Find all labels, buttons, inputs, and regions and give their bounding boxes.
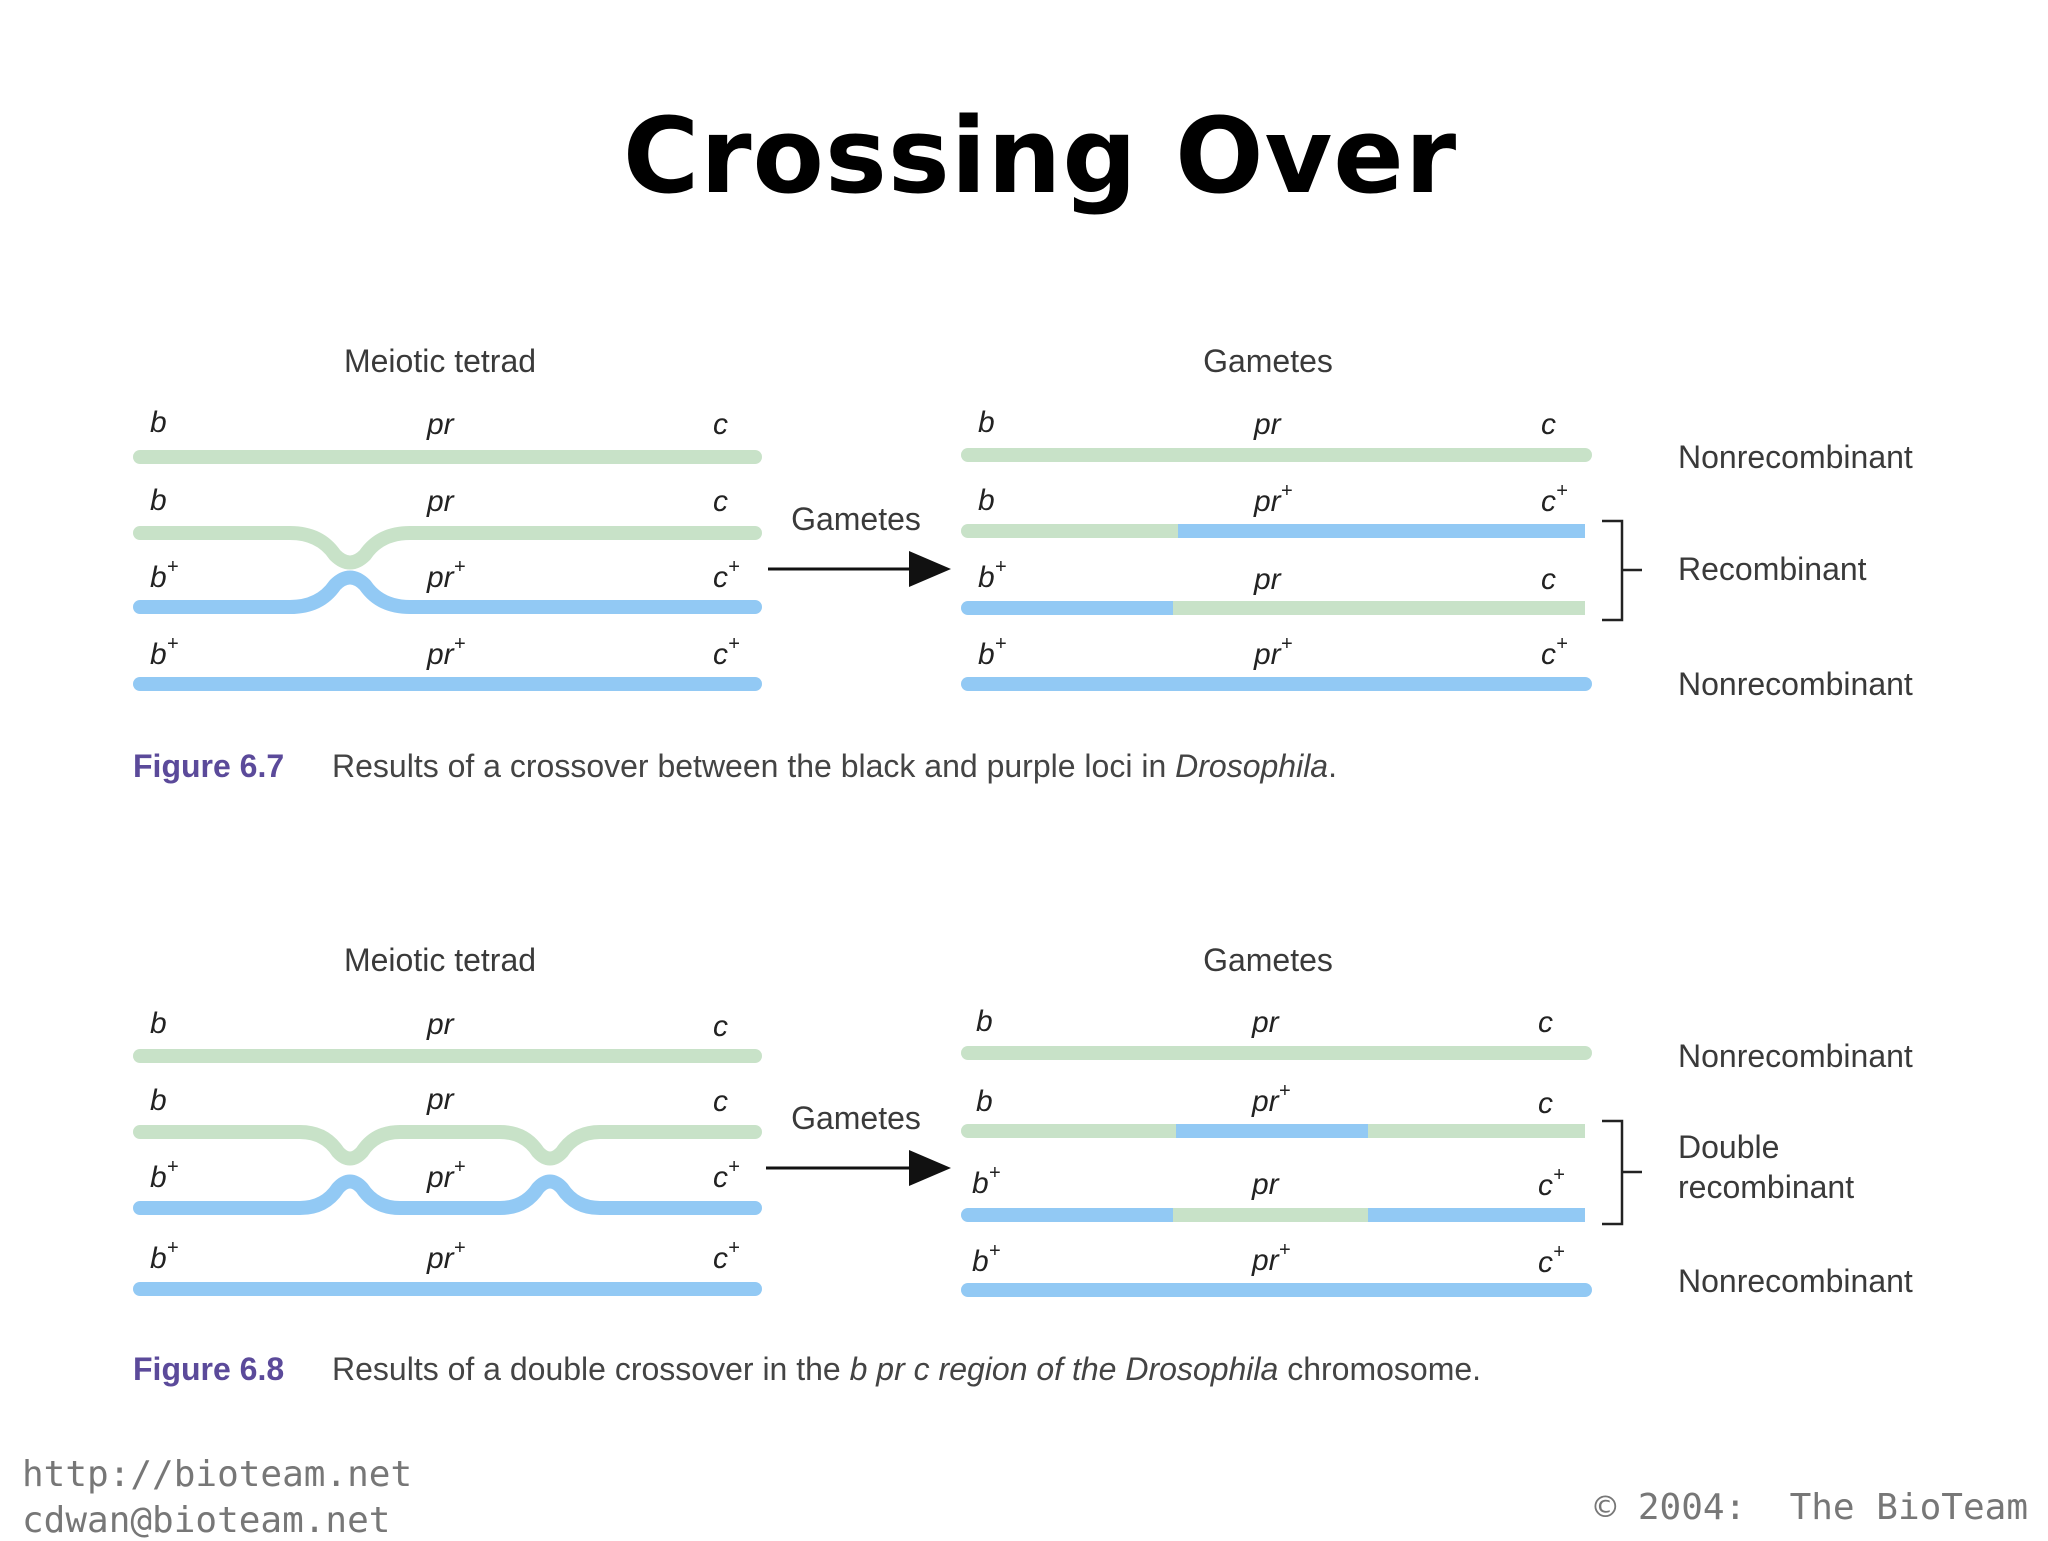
nonrecombinant-label: Nonrecombinant — [1678, 439, 1913, 475]
recombinant-label: Recombinant — [1678, 551, 1867, 587]
gene-b-plus: b+ — [150, 556, 178, 594]
gene-c: c — [713, 485, 728, 518]
gene-c: c — [713, 1085, 728, 1118]
gene-pr: pr — [426, 1083, 455, 1116]
gametes-heading: Gametes — [1203, 343, 1333, 379]
figure-6-8: Meiotic tetrad Gametes b pr c b pr c b+ … — [133, 942, 1913, 1387]
nonrecombinant-label: Nonrecombinant — [1678, 666, 1913, 702]
recombinant-label: recombinant — [1678, 1169, 1854, 1205]
page-title: Crossing Over — [622, 95, 1458, 217]
gene-b: b — [978, 484, 995, 517]
double-label: Double — [1678, 1129, 1779, 1165]
gene-b-plus: b+ — [150, 1237, 178, 1275]
gene-b: b — [976, 1085, 993, 1118]
gene-pr-plus: pr+ — [1253, 633, 1292, 671]
figure-caption: Results of a crossover between the black… — [332, 748, 1337, 784]
gene-b: b — [150, 1084, 167, 1117]
gene-b-plus: b+ — [978, 556, 1006, 594]
gene-c-plus: c+ — [713, 1237, 740, 1275]
tetrad-gene-labels: b pr c b pr c b+ pr+ c+ b+ pr+ c+ — [150, 406, 740, 671]
gene-c: c — [1541, 563, 1556, 596]
gamete-chromosomes — [961, 1046, 1592, 1297]
gene-pr-plus: pr+ — [426, 1237, 465, 1275]
gene-pr: pr — [426, 408, 455, 441]
gene-b: b — [150, 1007, 167, 1040]
gene-pr: pr — [1253, 408, 1282, 441]
gene-c: c — [1538, 1087, 1553, 1120]
tetrad-gene-labels: b pr c b pr c b+ pr+ c+ b+ pr+ c+ — [150, 1007, 740, 1275]
gene-c: c — [713, 1010, 728, 1043]
gene-c-plus: c+ — [1541, 633, 1568, 671]
gene-pr: pr — [426, 1008, 455, 1041]
gene-pr-plus: pr+ — [426, 556, 465, 594]
gene-b: b — [978, 406, 995, 439]
figure-label: Figure 6.8 — [133, 1351, 284, 1387]
footer-copyright: © 2004: The BioTeam — [1594, 1487, 2028, 1528]
gene-b: b — [976, 1005, 993, 1038]
gamete-chromosomes — [961, 448, 1592, 691]
gene-b-plus: b+ — [150, 633, 178, 671]
gene-c-plus: c+ — [713, 1156, 740, 1194]
gene-b: b — [150, 406, 167, 439]
meiotic-tetrad-heading: Meiotic tetrad — [344, 942, 536, 978]
gene-c-plus: c+ — [713, 556, 740, 594]
gene-b-plus: b+ — [150, 1156, 178, 1194]
gene-pr-plus: pr+ — [426, 1156, 465, 1194]
gene-pr-plus: pr+ — [1253, 480, 1292, 518]
gene-b: b — [150, 484, 167, 517]
gene-c-plus: c+ — [1541, 480, 1568, 518]
gene-b-plus: b+ — [978, 633, 1006, 671]
gene-c: c — [1541, 408, 1556, 441]
meiotic-tetrad-heading: Meiotic tetrad — [344, 343, 536, 379]
chromatid-3 — [133, 1174, 762, 1215]
gamete-gene-labels: b pr c b pr+ c b+ pr c+ b+ pr+ c+ — [972, 1005, 1565, 1279]
chromatid-2 — [133, 526, 762, 570]
chromatid-2 — [133, 1125, 762, 1166]
gene-c-plus: c+ — [1538, 1241, 1565, 1279]
gene-c: c — [713, 408, 728, 441]
gene-pr-plus: pr+ — [1251, 1080, 1290, 1118]
gametes-arrow-label: Gametes — [791, 1100, 921, 1136]
gamete-gene-labels: b pr c b pr+ c+ b+ pr c b+ pr+ c+ — [978, 406, 1568, 671]
tetrad-chromatids — [133, 450, 762, 691]
gene-pr: pr — [1251, 1006, 1280, 1039]
gametes-heading: Gametes — [1203, 942, 1333, 978]
double-recombinant-bracket — [1602, 1119, 1642, 1226]
gene-pr-plus: pr+ — [1251, 1239, 1290, 1277]
figure-caption: Results of a double crossover in the b p… — [332, 1351, 1481, 1387]
figure-6-7: Meiotic tetrad Gametes b pr c b pr c b+ … — [133, 343, 1913, 784]
nonrecombinant-label: Nonrecombinant — [1678, 1263, 1913, 1299]
nonrecombinant-label: Nonrecombinant — [1678, 1038, 1913, 1074]
gene-c-plus: c+ — [1538, 1164, 1565, 1202]
figure-label: Figure 6.7 — [133, 748, 284, 784]
gene-pr-plus: pr+ — [426, 633, 465, 671]
gene-c: c — [1538, 1006, 1553, 1039]
footer-url[interactable]: http://bioteam.net — [22, 1454, 413, 1495]
gametes-arrow-label: Gametes — [791, 501, 921, 537]
gene-c-plus: c+ — [713, 633, 740, 671]
chromatid-3 — [133, 570, 762, 614]
gene-pr: pr — [1253, 563, 1282, 596]
footer-email[interactable]: cdwan@bioteam.net — [22, 1500, 391, 1541]
tetrad-chromatids — [133, 1049, 762, 1296]
gene-pr: pr — [1251, 1168, 1280, 1201]
gene-b-plus: b+ — [972, 1162, 1000, 1200]
recombinant-bracket — [1602, 519, 1642, 622]
gene-pr: pr — [426, 485, 455, 518]
gene-b-plus: b+ — [972, 1240, 1000, 1278]
